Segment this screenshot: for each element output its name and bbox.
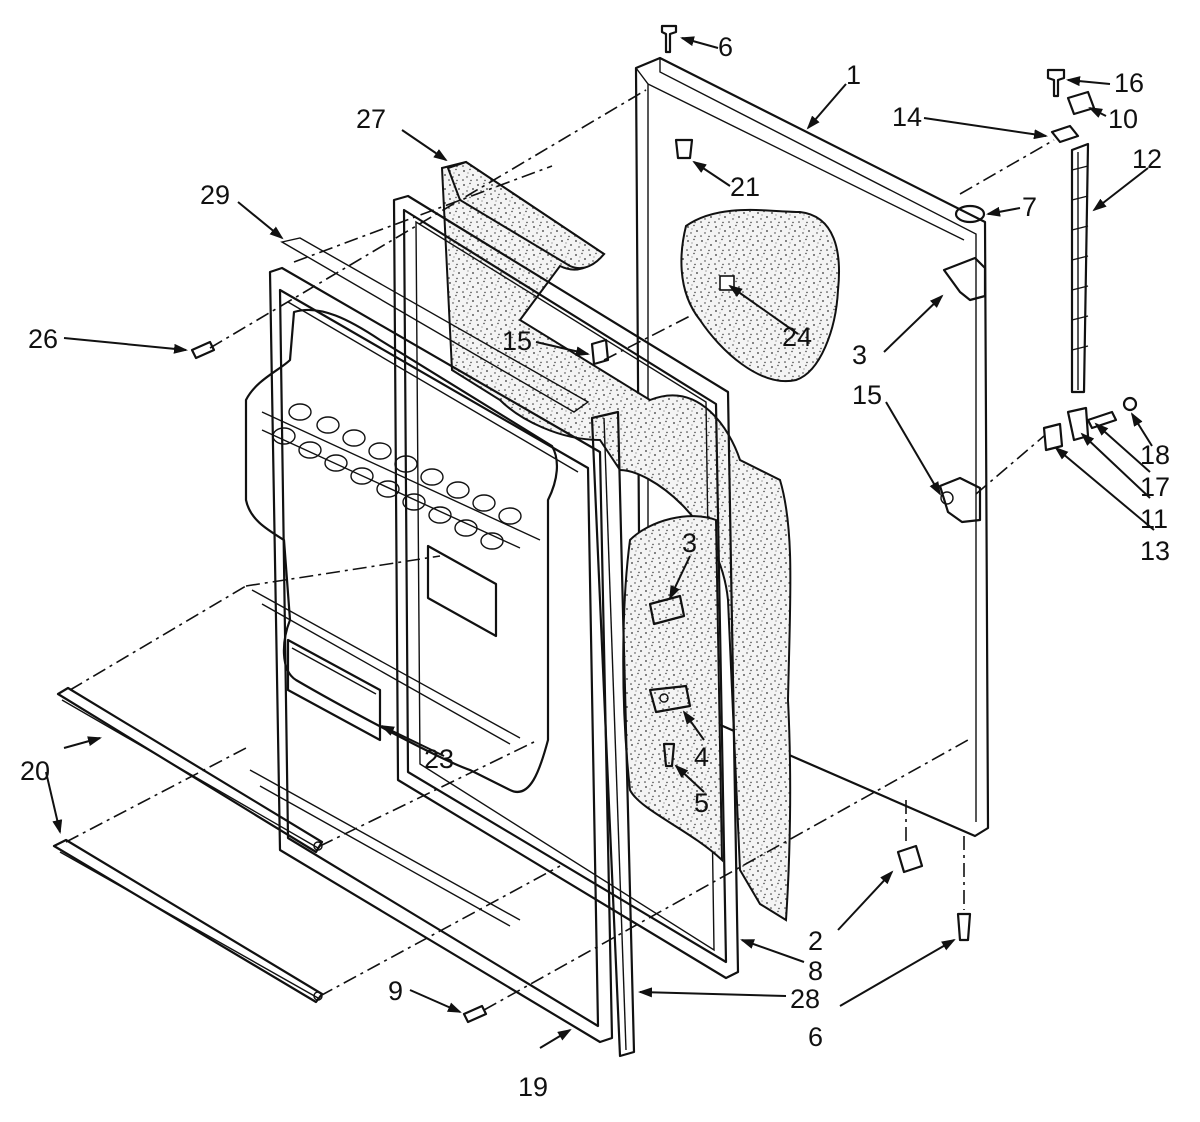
callout-13: 13 (1140, 536, 1170, 566)
callout-15-right: 15 (852, 380, 882, 410)
callout-3-mid: 3 (682, 528, 697, 558)
callout-labels: 6 1 16 10 14 12 27 21 7 29 24 3 26 15 15… (20, 32, 1170, 1102)
inner-door-liner (244, 266, 614, 1044)
callout-28: 28 (790, 984, 820, 1014)
callout-14: 14 (892, 102, 922, 132)
egg-rack (272, 403, 522, 550)
hinge-bar (1070, 142, 1090, 394)
callout-2: 2 (808, 926, 823, 956)
shelf-bar-upper (56, 686, 324, 854)
callout-27: 27 (356, 104, 386, 134)
callout-9: 9 (388, 976, 403, 1006)
callout-12: 12 (1132, 144, 1162, 174)
callout-17: 17 (1140, 472, 1170, 502)
callout-26: 26 (28, 324, 58, 354)
callout-16: 16 (1114, 68, 1144, 98)
shelf-bar-lower (52, 838, 324, 1004)
callout-24: 24 (782, 322, 812, 352)
callout-4: 4 (694, 742, 709, 772)
gasket-seal (280, 160, 606, 413)
door-gasket-frame (392, 194, 740, 980)
callout-5: 5 (694, 788, 709, 818)
callout-19: 19 (518, 1072, 548, 1102)
breaker-strip (590, 410, 636, 1058)
callout-3-right: 3 (852, 340, 867, 370)
callout-18: 18 (1140, 440, 1170, 470)
callout-11: 11 (1140, 504, 1168, 534)
callout-23: 23 (424, 744, 454, 774)
callout-6-bottom: 6 (808, 1022, 823, 1052)
assembly-lines (65, 89, 1055, 1011)
callout-arrows (45, 36, 1155, 1049)
outer-door-panel (634, 56, 990, 838)
callout-21: 21 (730, 172, 760, 202)
callout-20: 20 (20, 756, 50, 786)
callout-1: 1 (846, 60, 861, 90)
callout-15-mid: 15 (502, 326, 532, 356)
callout-6-top: 6 (718, 32, 733, 62)
callout-29: 29 (200, 180, 230, 210)
callout-10: 10 (1108, 104, 1138, 134)
callout-8: 8 (808, 956, 823, 986)
callout-7: 7 (1022, 192, 1037, 222)
